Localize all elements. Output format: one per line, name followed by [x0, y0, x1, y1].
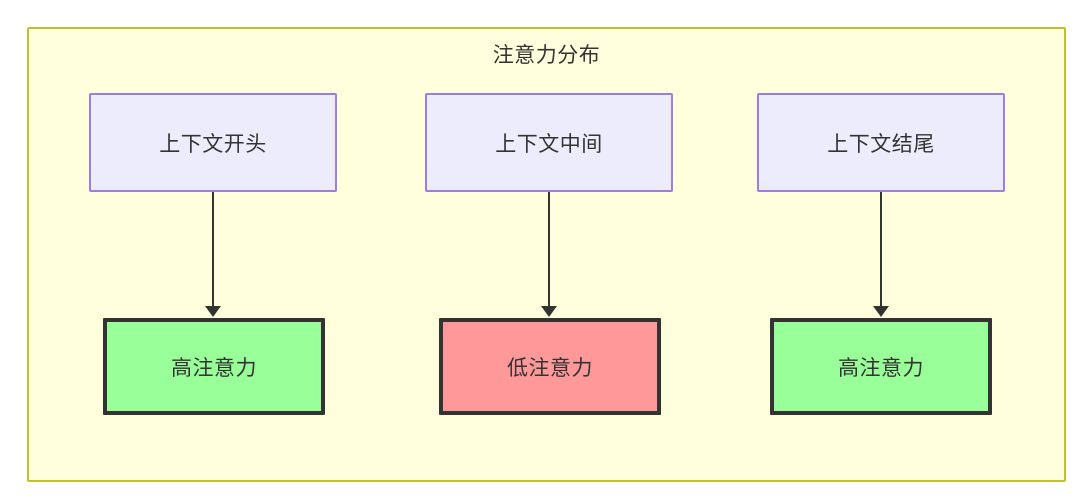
- node-attention-low-middle-label: 低注意力: [507, 356, 593, 380]
- node-context-end-label: 上下文结尾: [827, 132, 935, 156]
- node-attention-high-start-label: 高注意力: [171, 356, 257, 380]
- subgraph-title: 注意力分布: [492, 44, 601, 67]
- node-attention-high-end[interactable]: 高注意力: [770, 318, 992, 415]
- node-attention-low-middle[interactable]: 低注意力: [439, 318, 661, 415]
- node-context-start-label: 上下文开头: [159, 132, 267, 156]
- node-context-middle[interactable]: 上下文中间: [425, 93, 673, 192]
- edge-context-middle-arrowhead-icon: [541, 306, 557, 317]
- edge-context-middle-to-attention-low: [548, 192, 550, 307]
- edge-context-end-to-attention-high: [880, 192, 882, 307]
- edge-context-start-to-attention-high: [212, 192, 214, 307]
- edge-context-start-arrowhead-icon: [205, 306, 221, 317]
- node-attention-high-start[interactable]: 高注意力: [103, 318, 325, 415]
- node-context-end[interactable]: 上下文结尾: [757, 93, 1005, 192]
- node-context-start[interactable]: 上下文开头: [89, 93, 337, 192]
- node-attention-high-end-label: 高注意力: [838, 356, 924, 380]
- edge-context-end-arrowhead-icon: [873, 306, 889, 317]
- node-context-middle-label: 上下文中间: [495, 132, 603, 156]
